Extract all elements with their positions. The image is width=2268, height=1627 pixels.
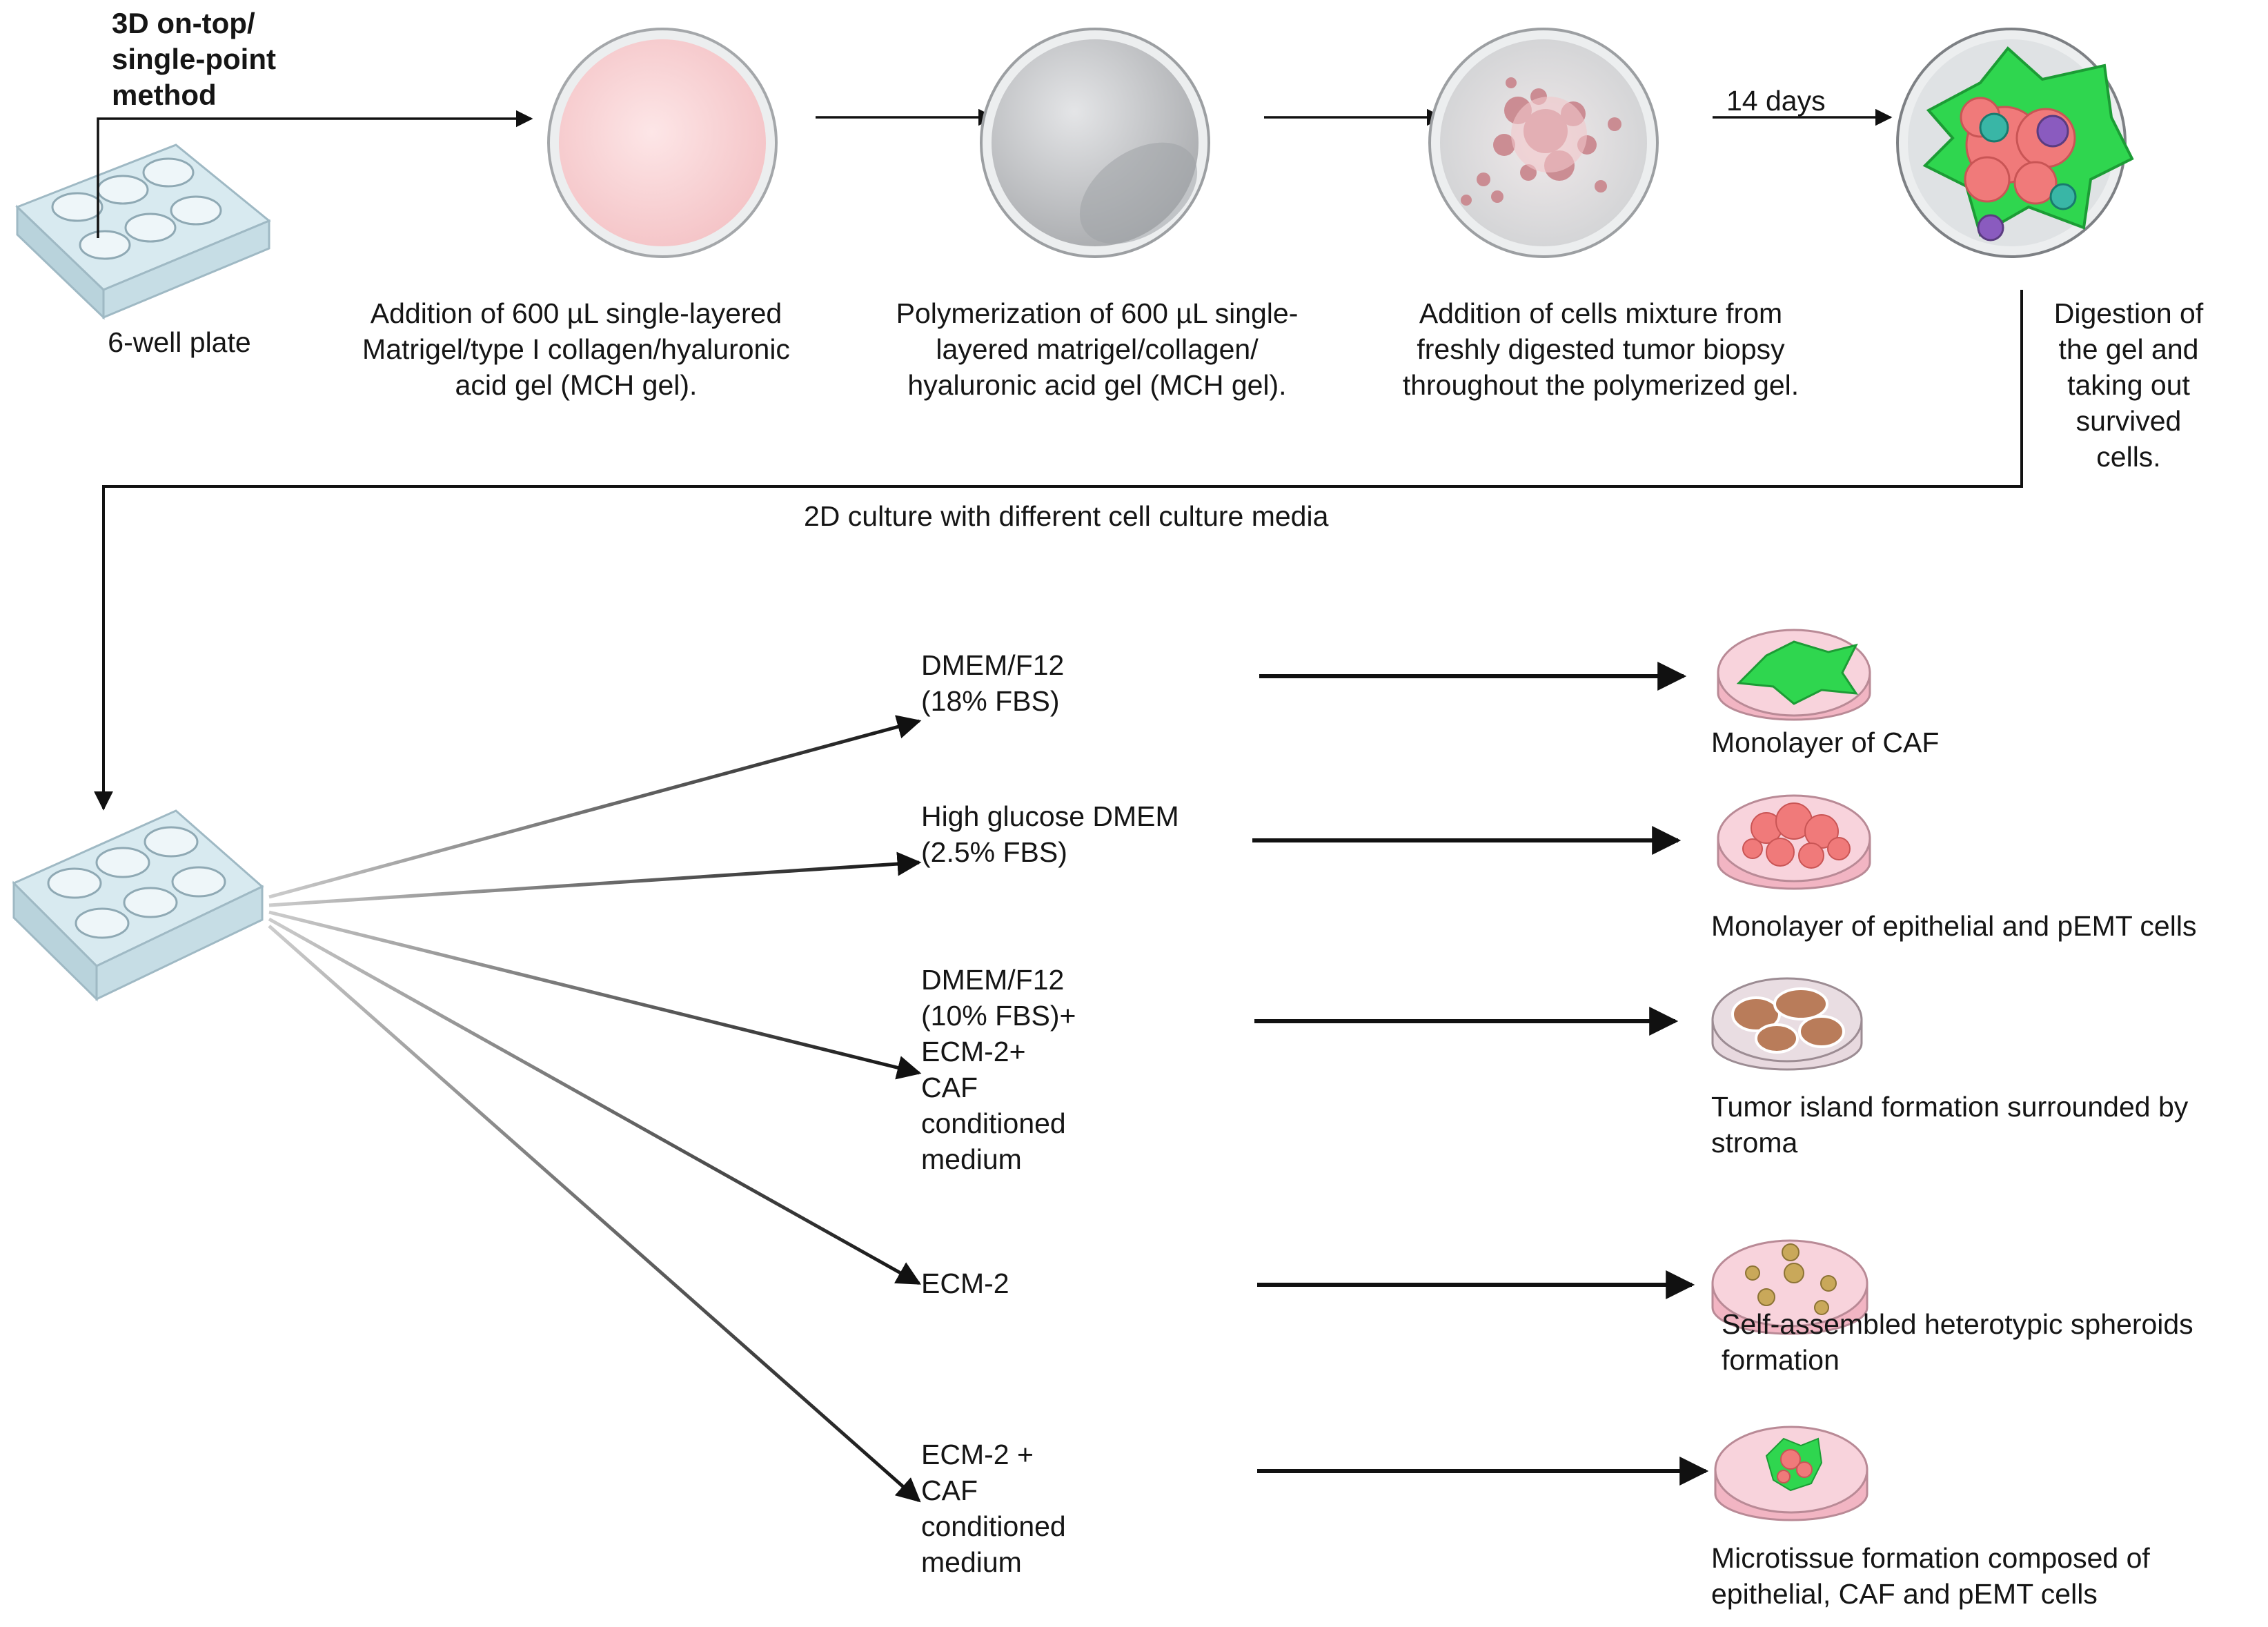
result-arrows	[1252, 662, 1709, 1486]
method-title-line: method	[112, 79, 217, 111]
result-5-label: Microtissue formation composed of epithe…	[1711, 1540, 2150, 1612]
medium-line: DMEM/F12	[921, 964, 1065, 996]
step-1-caption: Addition of 600 µL single-layered Matrig…	[314, 295, 838, 403]
medium-line: (18% FBS)	[921, 685, 1060, 717]
medium-line: ECM-2	[921, 1268, 1009, 1299]
dish-epithelial-monolayer	[1717, 794, 1871, 890]
medium-line: CAF	[921, 1475, 978, 1506]
medium-line: ECM-2+	[921, 1036, 1026, 1067]
medium-4-label: ECM-2	[921, 1265, 1009, 1301]
caption-line: cells.	[2096, 441, 2161, 473]
caption-line: Addition of 600 µL single-layered	[370, 297, 782, 329]
result-2-label: Monolayer of epithelial and pEMT cells	[1711, 908, 2196, 944]
caption-line: taking out	[2067, 369, 2190, 401]
result-line: Tumor island formation surrounded by	[1711, 1091, 2189, 1123]
caption-line: Polymerization of 600 µL single-	[896, 297, 1299, 329]
arrow-to-2d-culture	[94, 290, 2023, 811]
step-3-caption: Addition of cells mixture from freshly d…	[1352, 295, 1849, 403]
dish-cells-mixture	[1428, 28, 1659, 258]
medium-2-label: High glucose DMEM (2.5% FBS)	[921, 798, 1179, 870]
caption-line: survived	[2075, 405, 2182, 437]
medium-line: DMEM/F12	[921, 649, 1065, 681]
caption-line: acid gel (MCH gel).	[455, 369, 698, 401]
fan-arrows	[268, 715, 922, 1503]
caption-line: hyaluronic acid gel (MCH gel).	[907, 369, 1287, 401]
method-title: 3D on-top/ single-point method	[112, 6, 276, 113]
caption-line: Matrigel/type I collagen/hyaluronic	[362, 333, 790, 365]
six-well-plate-top	[15, 144, 271, 320]
medium-line: ECM-2 +	[921, 1439, 1034, 1470]
method-title-line: single-point	[112, 43, 276, 75]
step-4-caption: Digestion of the gel and taking out surv…	[2029, 295, 2229, 475]
medium-line: medium	[921, 1143, 1022, 1175]
result-1-label: Monolayer of CAF	[1711, 724, 1939, 760]
result-4-label: Self-assembled heterotypic spheroids for…	[1722, 1306, 2193, 1378]
caption-line: throughout the polymerized gel.	[1402, 369, 1799, 401]
step-2-caption: Polymerization of 600 µL single- layered…	[849, 295, 1345, 403]
result-line: Self-assembled heterotypic spheroids	[1722, 1308, 2193, 1340]
medium-line: conditioned	[921, 1107, 1066, 1139]
plate-label: 6-well plate	[108, 326, 251, 358]
dish-caf-monolayer	[1717, 629, 1871, 721]
dish-tumor-island	[1711, 977, 1863, 1071]
medium-1-label: DMEM/F12 (18% FBS)	[921, 647, 1064, 719]
medium-3-label: DMEM/F12 (10% FBS)+ ECM-2+ CAF condition…	[921, 962, 1076, 1177]
medium-line: conditioned	[921, 1510, 1066, 1542]
medium-line: (10% FBS)+	[921, 1000, 1076, 1032]
result-line: Monolayer of CAF	[1711, 727, 1940, 758]
caption-line: freshly digested tumor biopsy	[1417, 333, 1785, 365]
dish-spheroids	[1711, 1239, 1868, 1335]
medium-5-label: ECM-2 + CAF conditioned medium	[921, 1437, 1066, 1580]
medium-line: medium	[921, 1546, 1022, 1578]
result-3-label: Tumor island formation surrounded by str…	[1711, 1089, 2188, 1161]
result-line: Monolayer of epithelial and pEMT cells	[1711, 910, 2197, 942]
arrow-plate-to-gel	[97, 110, 533, 238]
dish-polymerized-gel	[980, 28, 1210, 258]
caption-line: Digestion of	[2053, 297, 2204, 329]
result-line: Microtissue formation composed of	[1711, 1542, 2150, 1574]
medium-line: High glucose DMEM	[921, 800, 1179, 832]
result-line: formation	[1722, 1344, 1840, 1376]
dish-pink-gel	[547, 28, 778, 258]
medium-line: (2.5% FBS)	[921, 836, 1067, 868]
dish-mixed-culture	[1896, 28, 2134, 258]
six-well-plate-bottom	[12, 809, 264, 1002]
caption-line: Addition of cells mixture from	[1419, 297, 1783, 329]
connector-label: 2D culture with different cell culture m…	[804, 500, 1329, 532]
method-title-line: 3D on-top/	[112, 7, 255, 39]
caption-line: the gel and	[2058, 333, 2199, 365]
medium-line: CAF	[921, 1072, 978, 1103]
dish-microtissue	[1714, 1426, 1868, 1521]
result-line: stroma	[1711, 1127, 1798, 1158]
duration-label: 14 days	[1726, 85, 1826, 117]
caption-line: layered matrigel/collagen/	[936, 333, 1259, 365]
result-line: epithelial, CAF and pEMT cells	[1711, 1578, 2098, 1610]
